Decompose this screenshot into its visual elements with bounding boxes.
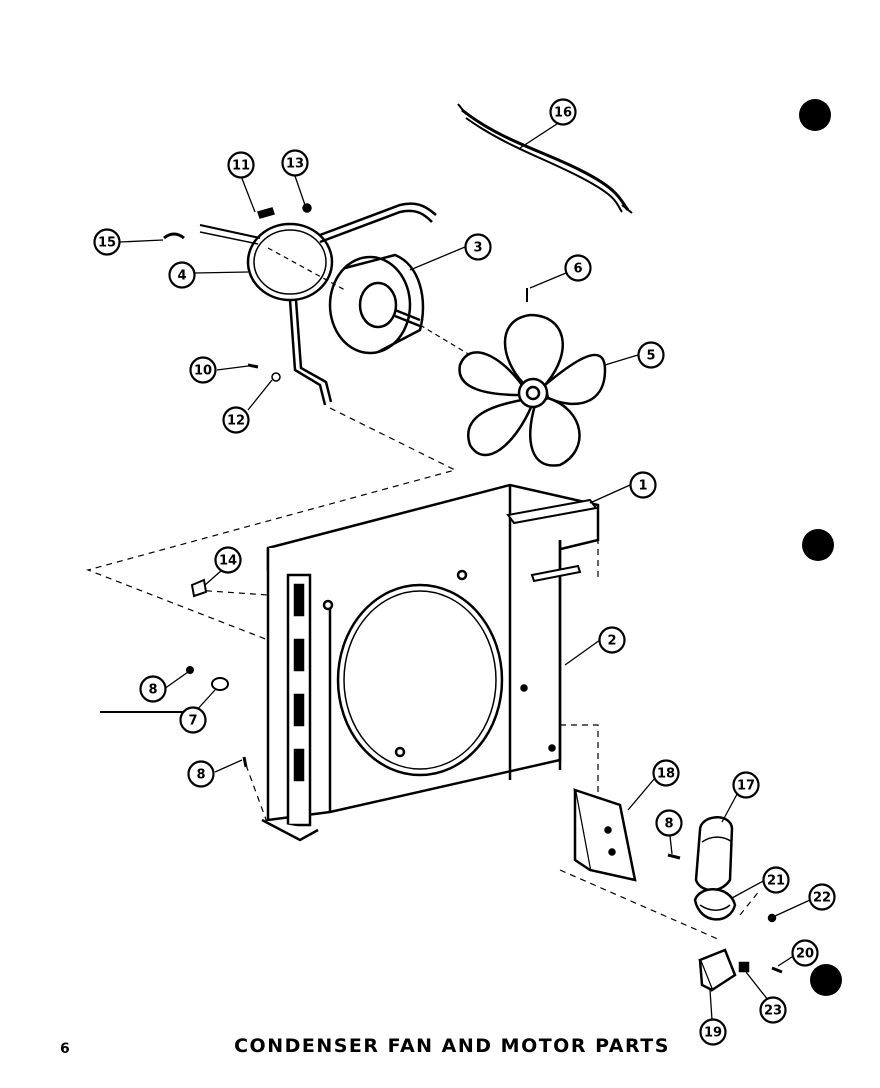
page-number: 6 (60, 1041, 70, 1057)
callout-circle (759, 996, 787, 1024)
callout-circle (179, 706, 207, 734)
callout-number: 8 (664, 817, 673, 832)
callout-number: 2 (607, 634, 616, 649)
callout-number: 14 (219, 554, 237, 569)
callout-number: 4 (177, 269, 186, 284)
callout-number: 19 (704, 1026, 722, 1041)
callout-circle (227, 151, 255, 179)
callout-number: 13 (286, 157, 304, 172)
callout-c10: 10 (189, 356, 217, 384)
top-bracket (506, 498, 598, 583)
callout-c6: 6 (564, 254, 592, 282)
callout-circle (762, 866, 790, 894)
callout-c20: 20 (791, 939, 819, 967)
binder-holes (799, 99, 842, 996)
callout-circle (808, 883, 836, 911)
callout-c8a: 8 (139, 675, 167, 703)
callout-c4: 4 (168, 261, 196, 289)
callout-number: 8 (196, 768, 205, 783)
capacitor (694, 816, 734, 892)
callout-circle (187, 760, 215, 788)
callout-number: 1 (638, 479, 647, 494)
callout-number: 12 (227, 414, 245, 429)
callout-number: 10 (194, 364, 212, 379)
callout-circle (214, 546, 242, 574)
callout-number: 7 (188, 714, 197, 729)
side-hardware (100, 578, 248, 768)
callout-number: 8 (148, 683, 157, 698)
thermostat-bracket (667, 853, 783, 992)
callout-number: 15 (98, 236, 116, 251)
callout-circle (222, 406, 250, 434)
callout-c23: 23 (759, 996, 787, 1024)
callout-c14: 14 (214, 546, 242, 574)
callout-c7: 7 (179, 706, 207, 734)
callout-c2: 2 (598, 626, 626, 654)
callout-circle (464, 233, 492, 261)
wire-harness (457, 103, 633, 214)
callout-circle (652, 759, 680, 787)
callout-number: 23 (764, 1004, 782, 1019)
callout-c8b: 8 (187, 760, 215, 788)
fan-shroud-panel (261, 483, 600, 842)
capacitor-bracket (573, 788, 637, 882)
callout-number: 11 (232, 159, 250, 174)
callout-circle (637, 341, 665, 369)
diagram-caption: CONDENSER FAN AND MOTOR PARTS (234, 1035, 670, 1057)
callout-circle (549, 98, 577, 126)
callout-circle (629, 471, 657, 499)
fan-blade (458, 313, 607, 467)
capacitor-strap (693, 888, 737, 921)
callout-c13: 13 (281, 149, 309, 177)
callout-circle (93, 228, 121, 256)
fan-motor (267, 247, 471, 356)
callout-c5: 5 (637, 341, 665, 369)
callout-circle (655, 809, 683, 837)
callout-circle (168, 261, 196, 289)
callout-number: 20 (796, 947, 814, 962)
callout-number: 6 (573, 262, 582, 277)
callout-c3: 3 (464, 233, 492, 261)
callout-c17: 17 (732, 771, 760, 799)
callout-circle (564, 254, 592, 282)
callout-circle (598, 626, 626, 654)
callout-number: 16 (554, 106, 572, 121)
callout-number: 18 (657, 767, 675, 782)
callout-circle (791, 939, 819, 967)
leader-lines (119, 119, 811, 1021)
callout-c12: 12 (222, 406, 250, 434)
callout-c21: 21 (762, 866, 790, 894)
assembly-lines (86, 407, 761, 941)
motor-mount-bracket (199, 202, 437, 406)
callout-c22: 22 (808, 883, 836, 911)
callout-c19: 19 (699, 1018, 727, 1046)
callout-c18: 18 (652, 759, 680, 787)
callout-number: 22 (813, 891, 831, 906)
callout-c11: 11 (227, 151, 255, 179)
bracket-hardware (163, 203, 312, 382)
callout-c16: 16 (549, 98, 577, 126)
callout-c15: 15 (93, 228, 121, 256)
callout-c8c: 8 (655, 809, 683, 837)
callout-circle (732, 771, 760, 799)
callout-circle (699, 1018, 727, 1046)
callout-number: 5 (646, 349, 655, 364)
callout-circle (189, 356, 217, 384)
callout-circle (139, 675, 167, 703)
callout-c1: 1 (629, 471, 657, 499)
callout-number: 17 (737, 779, 755, 794)
callout-number: 21 (767, 874, 785, 889)
callout-circle (281, 149, 309, 177)
callout-number: 3 (473, 241, 482, 256)
